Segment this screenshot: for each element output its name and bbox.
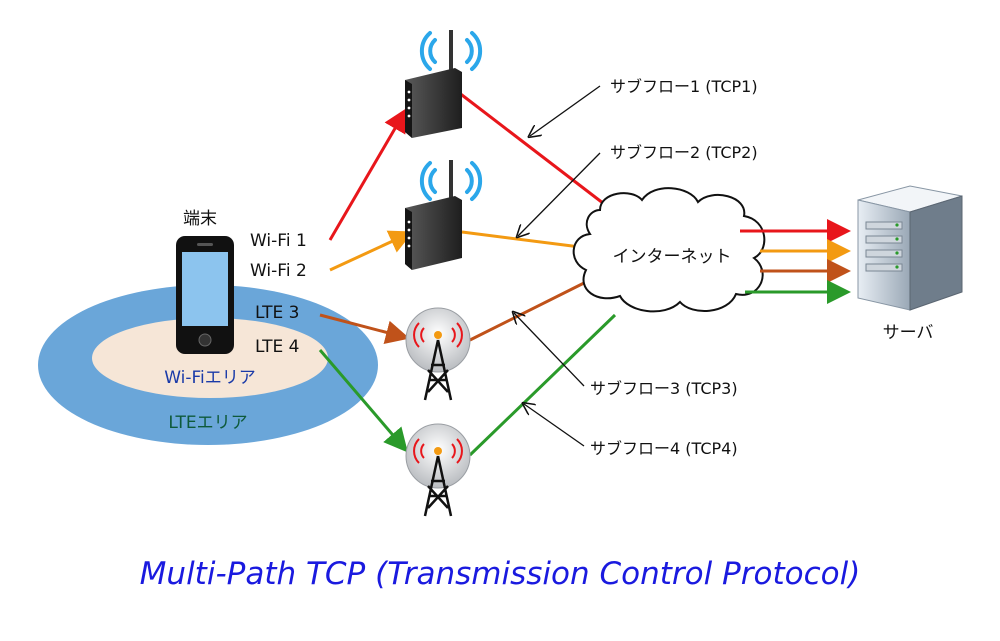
device-label: 端末 — [183, 209, 217, 229]
internet-label: インターネット — [613, 247, 732, 267]
link-label-lte3: LTE 3 — [255, 303, 299, 323]
server-icon — [857, 185, 963, 311]
subflow-label-3: サブフロー3 (TCP3) — [590, 379, 738, 398]
subflow-label-4: サブフロー4 (TCP4) — [590, 439, 738, 458]
subflow-pointer-3 — [514, 313, 585, 387]
subflow-line-3 — [469, 280, 587, 342]
arrow-wifi1 — [328, 107, 408, 241]
subflow-pointer-2 — [518, 152, 601, 236]
subflow-line-1 — [457, 90, 613, 212]
link-label-wifi1: Wi-Fi 1 — [250, 231, 307, 251]
arrow-lte4 — [318, 349, 408, 453]
subflow-label-2: サブフロー2 (TCP2) — [610, 143, 758, 162]
wifi-area — [92, 318, 328, 398]
subflow-line-2 — [461, 230, 589, 250]
subflow-label-1: サブフロー1 (TCP1) — [610, 77, 758, 96]
subflow-line-4 — [468, 313, 617, 457]
cell-tower-icon — [405, 307, 471, 401]
link-label-lte4: LTE 4 — [255, 337, 299, 357]
wifi-router-icon — [405, 30, 483, 138]
wifi-router-icon — [405, 160, 483, 270]
arrow-lte3 — [319, 313, 410, 345]
smartphone-icon — [176, 236, 234, 354]
server-label: サーバ — [883, 323, 934, 343]
cell-tower-icon — [405, 423, 471, 517]
subflow-pointer-4 — [524, 404, 585, 447]
cloud-icon — [572, 187, 766, 313]
lte-area-label: LTEエリア — [168, 413, 247, 433]
diagram-caption: Multi-Path TCP (Transmission Control Pro… — [139, 556, 861, 592]
link-label-wifi2: Wi-Fi 2 — [250, 261, 307, 281]
arrow-wifi2 — [329, 230, 414, 272]
subflow-pointer-1 — [530, 85, 601, 136]
wifi-area-label: Wi-Fiエリア — [164, 368, 256, 388]
